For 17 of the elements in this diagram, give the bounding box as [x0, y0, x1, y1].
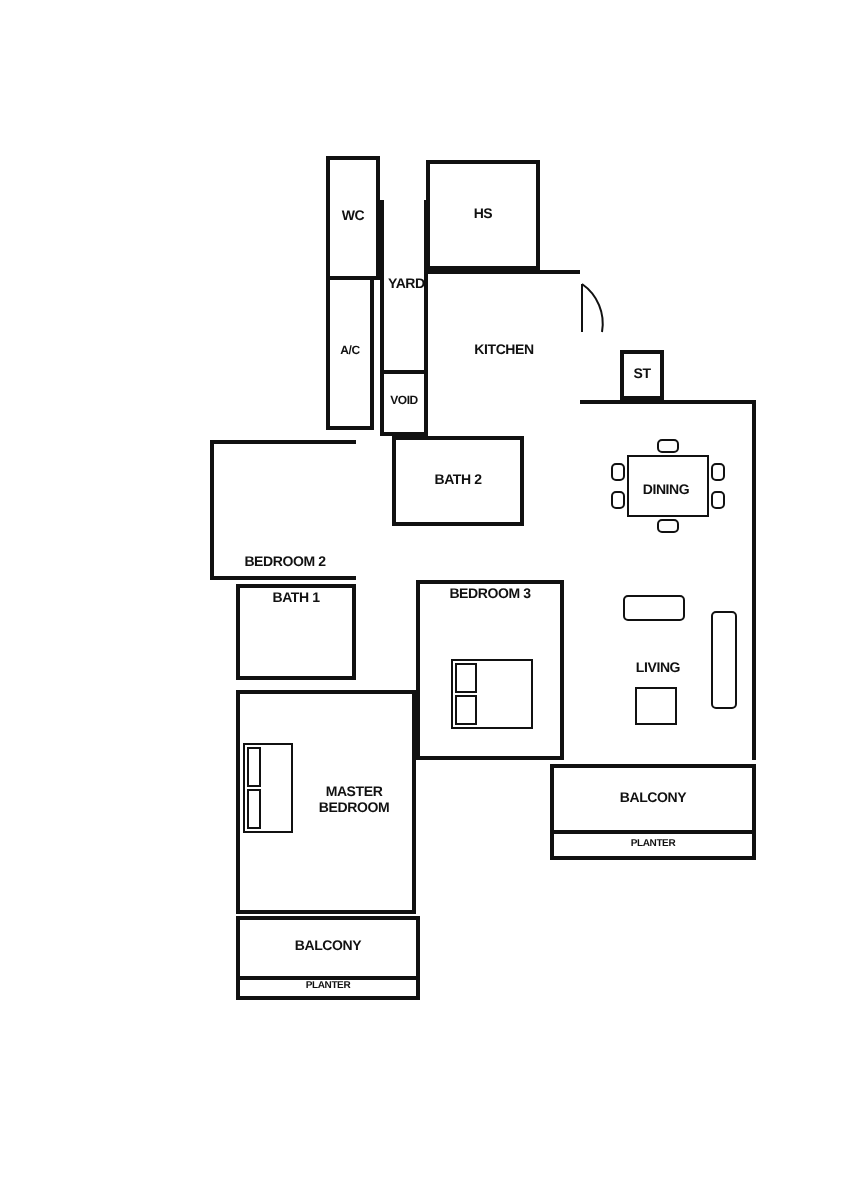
- room-outline: [550, 830, 756, 860]
- room-outline: [326, 280, 374, 430]
- room-outline: [620, 350, 664, 400]
- room-outline: [236, 976, 420, 1000]
- room-outline: [236, 916, 420, 976]
- room-outline: [550, 764, 756, 830]
- room-outline: [380, 370, 428, 436]
- room-outline: [416, 580, 560, 760]
- room-outline: [236, 584, 356, 680]
- room-outline: [392, 436, 524, 526]
- room-outline: [380, 200, 428, 370]
- room-outline: [426, 160, 540, 270]
- room-outline: [210, 440, 356, 580]
- room-outline: [236, 690, 416, 914]
- room-outline: [560, 580, 756, 760]
- room-outline: [326, 156, 380, 280]
- room-outline: [580, 400, 756, 580]
